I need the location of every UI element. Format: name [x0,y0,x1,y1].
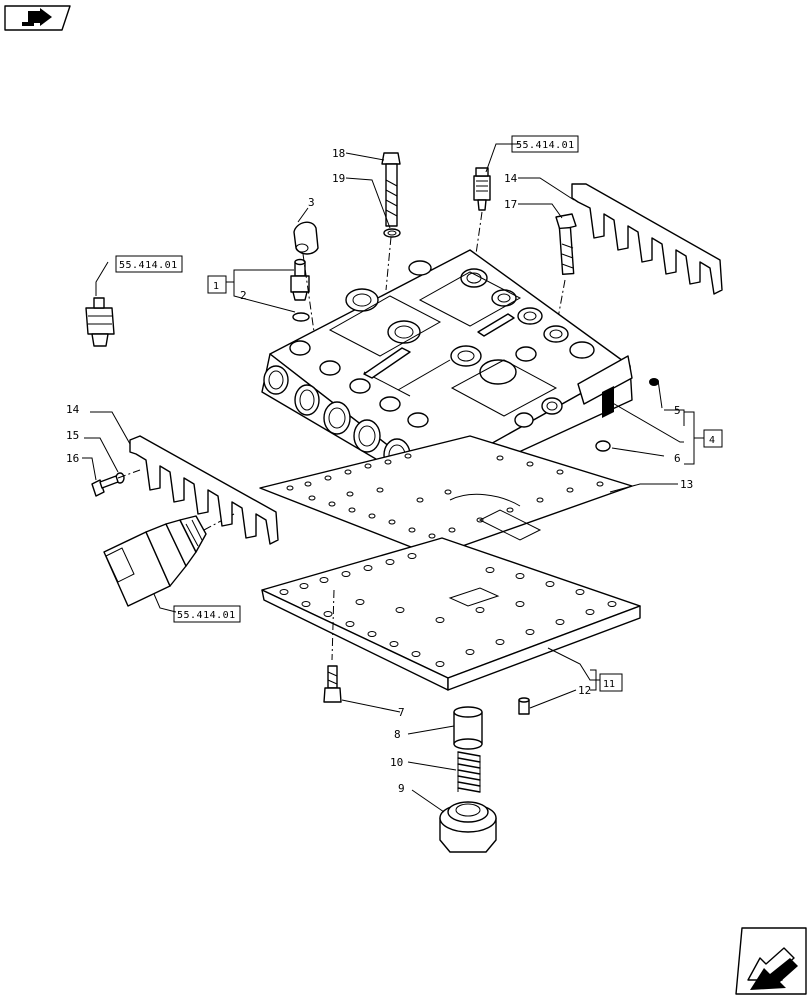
left-sensor [85,297,115,347]
ref-box-top[interactable]: 55.414.01 [511,135,579,153]
part-box-4[interactable]: 4 [703,429,723,448]
label-4[interactable]: 4 [709,435,715,446]
gasket-holes [286,453,604,539]
pin-12 [518,697,530,715]
ref-box-bottom[interactable]: 55.414.01 [173,605,241,623]
label-19[interactable]: 19 [332,172,345,185]
label-18[interactable]: 18 [332,147,345,160]
comb-gasket-14-right [571,183,723,295]
label-16[interactable]: 16 [66,452,79,465]
label-9[interactable]: 9 [398,782,405,795]
label-1[interactable]: 1 [213,281,219,292]
label-10[interactable]: 10 [390,756,403,769]
plate-holes [279,553,617,667]
label-7[interactable]: 7 [398,706,405,719]
solenoid-valve [103,515,207,607]
gasket-13 [259,435,633,557]
spring-10 [457,751,481,793]
comb-gasket-14-left [129,435,279,545]
label-5[interactable]: 5 [674,404,681,417]
label-8[interactable]: 8 [394,728,401,741]
top-sensor [473,167,491,211]
label-12[interactable]: 12 [578,684,591,697]
label-2[interactable]: 2 [240,289,247,302]
piston-8 [453,706,483,750]
label-17[interactable]: 17 [504,198,517,211]
label-6[interactable]: 6 [674,452,681,465]
ball-6 [595,440,611,452]
bracket-11 [590,669,597,691]
part-box-1[interactable]: 1 [207,275,227,294]
label-15[interactable]: 15 [66,429,79,442]
valve-1 [290,258,310,301]
label-14-right[interactable]: 14 [504,172,518,185]
bolt-17 [555,213,577,275]
bracket-4 [684,411,704,465]
washer-19 [383,228,401,238]
ref-bottom-text[interactable]: 55.414.01 [177,610,236,621]
part-box-11[interactable]: 11 [599,673,623,692]
ref-box-left[interactable]: 55.414.01 [115,255,183,273]
book-arrow-icon[interactable] [4,5,71,31]
plug-5 [649,378,659,386]
ref-left-text[interactable]: 55.414.01 [119,260,178,271]
o-ring-2 [292,312,310,322]
leader-lines [82,143,685,813]
clip-3 [293,221,319,255]
label-13[interactable]: 13 [680,478,693,491]
next-page-arrow-icon[interactable] [735,927,807,995]
label-3[interactable]: 3 [308,196,315,209]
bolt-18 [381,152,401,227]
separator-plate-11 [261,537,641,691]
bolt-7 [323,665,342,703]
label-11[interactable]: 11 [603,679,615,690]
screw-16 [91,475,119,497]
ref-top-text[interactable]: 55.414.01 [516,140,575,151]
label-14-left[interactable]: 14 [66,403,80,416]
plug-9 [439,801,497,853]
